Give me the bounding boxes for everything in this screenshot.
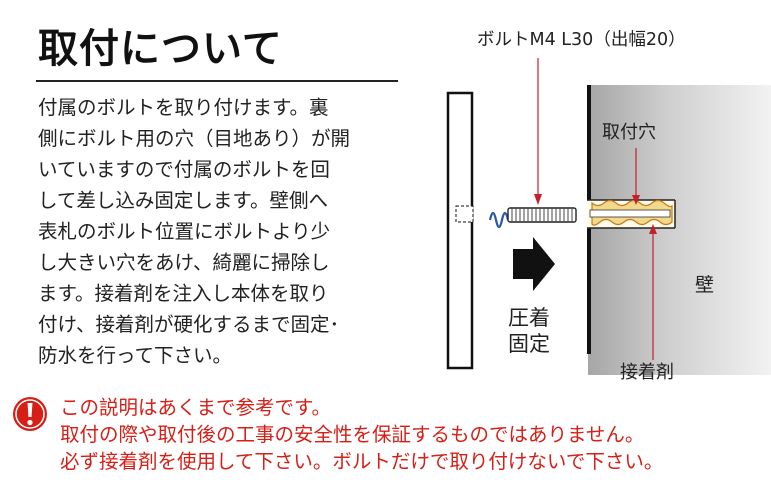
- instructions-line: 側にボルト用の穴（目地あり）が開: [38, 127, 351, 150]
- wall-label: 壁: [695, 274, 715, 296]
- instructions-line: 表札のボルト位置にボルトより少: [38, 220, 331, 243]
- press-arrow-icon: [513, 237, 555, 291]
- instructions-line: ます。接着剤を注入し本体を取り: [38, 282, 329, 305]
- instructions-line: し大きい穴をあけ、綺麗に掃除し: [38, 251, 330, 274]
- adhesive-leader-arrow: [649, 224, 657, 234]
- bolt-thread: [511, 208, 573, 222]
- notice-line: この説明はあくまで参考です。: [60, 396, 332, 419]
- hole-leader-arrow: [632, 195, 640, 205]
- nameplate-panel: [446, 91, 474, 370]
- adhesive-label: 接着剤: [620, 362, 674, 383]
- bolt-body: [507, 207, 577, 223]
- bolt-spring: [488, 211, 510, 229]
- instructions-text: 付属のボルトを取り付けます。裏 側にボルト用の穴（目地あり）が開 いていますので…: [38, 92, 400, 371]
- notice-line: 取付の際や取付後の工事の安全性を保証するものではありません。: [60, 423, 645, 446]
- instructions-line: して差し込み固定します。壁側へ: [38, 189, 328, 212]
- page-title: 取付について: [38, 26, 283, 72]
- press-label-2: 固定: [508, 332, 550, 356]
- bolt-in-hole: [589, 209, 671, 218]
- instructions-line: 防水を行って下さい。: [38, 344, 233, 367]
- wall-block: [588, 85, 771, 375]
- nameplate-bolt-socket: [455, 205, 474, 223]
- notice-text: この説明はあくまで参考です。 取付の際や取付後の工事の安全性を保証するものではあ…: [60, 394, 663, 475]
- hole-label: 取付穴: [602, 122, 656, 143]
- instructions-line: いていますので付属のボルトを回: [38, 158, 330, 181]
- mounting-diagram-graphic: [446, 58, 771, 375]
- notice-line: 必ず接着剤を使用して下さい。ボルトだけで取り付けないで下さい。: [60, 450, 664, 473]
- press-label-1: 圧着: [508, 306, 550, 330]
- title-underline: [36, 80, 398, 82]
- exclamation-icon: [13, 397, 47, 431]
- bolt-label: ボルトM4 L30（出幅20）: [477, 30, 686, 50]
- instructions-line: 付属のボルトを取り付けます。裏: [38, 96, 329, 119]
- mounting-diagram: ボルトM4 L30（出幅20） 取付穴 圧着 固定 壁 接着剤: [430, 30, 771, 390]
- instructions-line: 付け、接着剤が硬化するまで固定･: [38, 313, 340, 336]
- bolt-leader-arrow: [534, 194, 542, 205]
